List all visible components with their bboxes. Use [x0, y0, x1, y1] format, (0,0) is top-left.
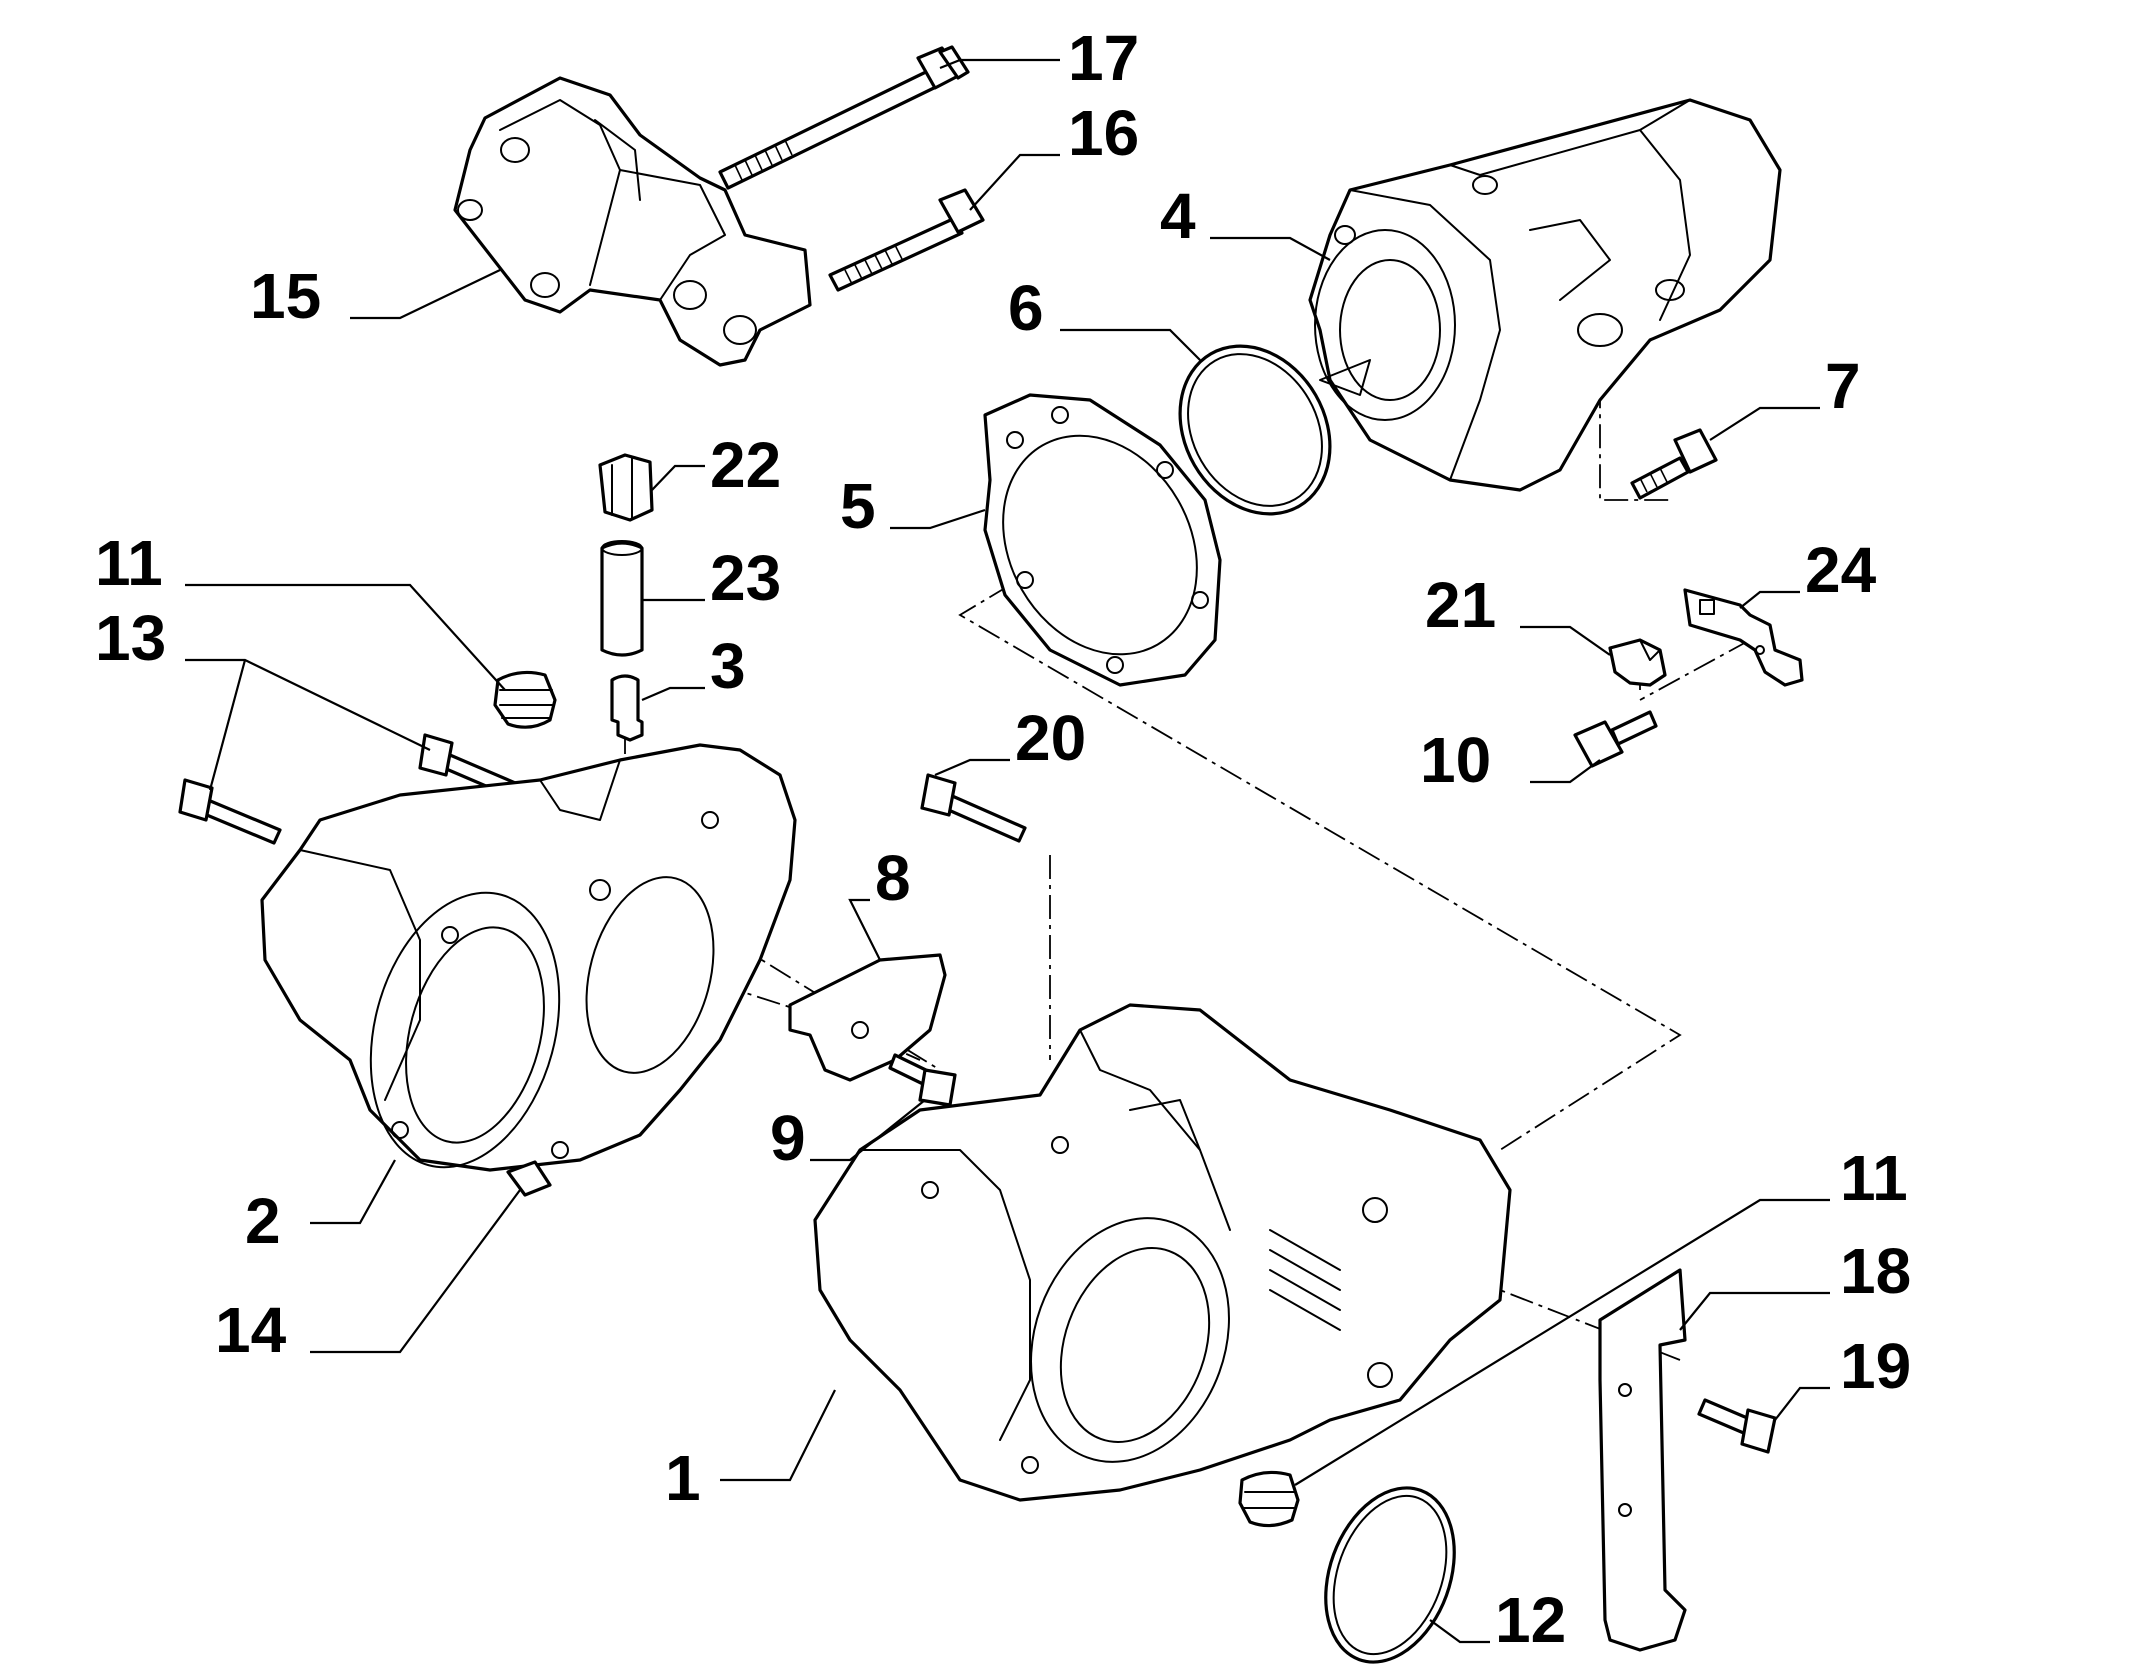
- callout-1: 1: [665, 1442, 701, 1514]
- callout-8: 8: [875, 842, 911, 914]
- callout-13: 13: [95, 602, 166, 674]
- part-10-bolt: [1573, 710, 1658, 768]
- callout-16: 16: [1068, 97, 1139, 169]
- callout-11-bottom: 11: [1840, 1142, 1908, 1214]
- part-9-bolt: [888, 1053, 957, 1107]
- callout-14: 14: [215, 1294, 287, 1366]
- callout-15: 15: [250, 260, 321, 332]
- callout-2: 2: [245, 1185, 281, 1257]
- part-17-long-bolt: [718, 45, 970, 190]
- callout-3: 3: [710, 630, 746, 702]
- part-14-dowel: [506, 1160, 552, 1197]
- callout-9: 9: [770, 1102, 806, 1174]
- callout-22: 22: [710, 429, 781, 501]
- callout-23: 23: [710, 542, 781, 614]
- callout-11-top: 11: [95, 527, 163, 599]
- part-11-plug-top: [493, 670, 557, 729]
- part-16-bolt: [828, 188, 985, 292]
- part-5-gasket: [983, 393, 1222, 687]
- callout-17: 17: [1068, 22, 1139, 94]
- part-23-tube: [600, 540, 644, 657]
- part-24-bracket: [1683, 588, 1804, 687]
- part-12-o-ring: [1324, 1486, 1456, 1664]
- part-6-o-ring: [1178, 344, 1332, 516]
- part-18-bracket: [1598, 1268, 1687, 1652]
- callout-24: 24: [1805, 534, 1877, 606]
- part-21-clip: [1608, 638, 1667, 687]
- callout-18: 18: [1840, 1235, 1911, 1307]
- part-3-pin: [610, 674, 644, 742]
- callout-19: 19: [1840, 1330, 1911, 1402]
- callout-20: 20: [1015, 702, 1086, 774]
- callout-12: 12: [1495, 1584, 1566, 1656]
- part-7-bolt: [1630, 428, 1718, 500]
- part-20-bolt: [920, 773, 1027, 843]
- part-4-output-housing: [1308, 98, 1782, 492]
- part-1-main-housing: [813, 1003, 1512, 1502]
- part-19-bolt: [1697, 1398, 1777, 1454]
- part-2-front-housing: [260, 743, 797, 1172]
- part-8-plate: [788, 953, 947, 1082]
- callout-labels: 1 2 3 4 5 6 7 8 9 10 11 11 12 13 14 15 1…: [95, 22, 1911, 1656]
- callout-4: 4: [1160, 180, 1196, 252]
- leader-lines: [185, 58, 1830, 1644]
- callout-21: 21: [1425, 569, 1496, 641]
- callout-6: 6: [1008, 272, 1044, 344]
- callout-10: 10: [1420, 724, 1491, 796]
- callout-7: 7: [1825, 350, 1861, 422]
- part-15-mount-bracket: [453, 76, 812, 367]
- part-11-plug-bottom: [1238, 1470, 1300, 1528]
- part-22-plug: [598, 453, 654, 522]
- callout-5: 5: [840, 470, 876, 542]
